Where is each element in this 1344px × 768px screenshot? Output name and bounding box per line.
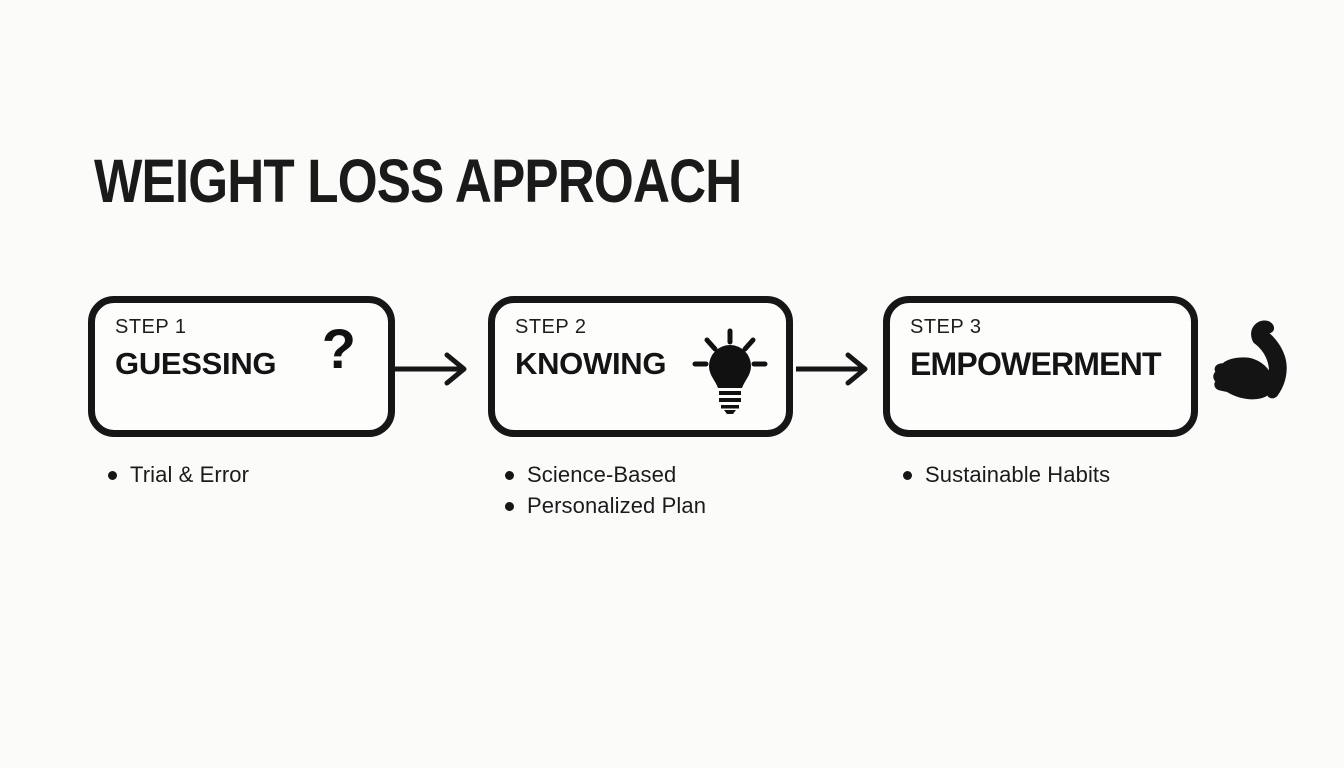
lightbulb-icon — [692, 328, 768, 414]
bullet-label: Personalized Plan — [527, 493, 707, 518]
step1-number-label: STEP 1 — [115, 316, 187, 338]
step-card-knowing: STEP 2 KNOWING — [488, 296, 793, 437]
step3-bullet-list: Sustainable Habits — [903, 462, 1110, 488]
step3-name: EMPOWERMENT — [910, 346, 1162, 382]
step1-bullet-list: Trial & Error — [108, 462, 249, 488]
step2-number-label: STEP 2 — [515, 316, 587, 338]
step2-bullet-list: Science-Based Personalized Plan — [505, 462, 706, 519]
step2-name: KNOWING — [515, 346, 667, 381]
arrow-right-icon — [796, 352, 868, 386]
list-item: Personalized Plan — [505, 493, 706, 519]
bullet-dot — [505, 470, 514, 480]
bullet-dot — [505, 501, 514, 511]
list-item: Sustainable Habits — [903, 462, 1110, 488]
step-card-guessing: STEP 1 GUESSING ? — [88, 296, 395, 437]
page-title: WEIGHT LOSS APPROACH — [94, 147, 742, 215]
question-mark-icon: ? — [321, 317, 356, 380]
bullet-dot — [108, 470, 117, 480]
list-item: Trial & Error — [108, 462, 249, 488]
step1-name: GUESSING — [115, 346, 277, 381]
step-card-empowerment: STEP 3 EMPOWERMENT — [883, 296, 1198, 437]
bullet-dot — [903, 470, 912, 480]
bullet-label: Trial & Error — [130, 462, 250, 487]
bullet-label: Sustainable Habits — [925, 462, 1111, 487]
list-item: Science-Based — [505, 462, 706, 488]
arrow-right-icon — [395, 352, 467, 386]
flexed-bicep-icon — [1213, 320, 1287, 400]
bullet-label: Science-Based — [527, 462, 677, 487]
step3-number-label: STEP 3 — [910, 316, 982, 338]
